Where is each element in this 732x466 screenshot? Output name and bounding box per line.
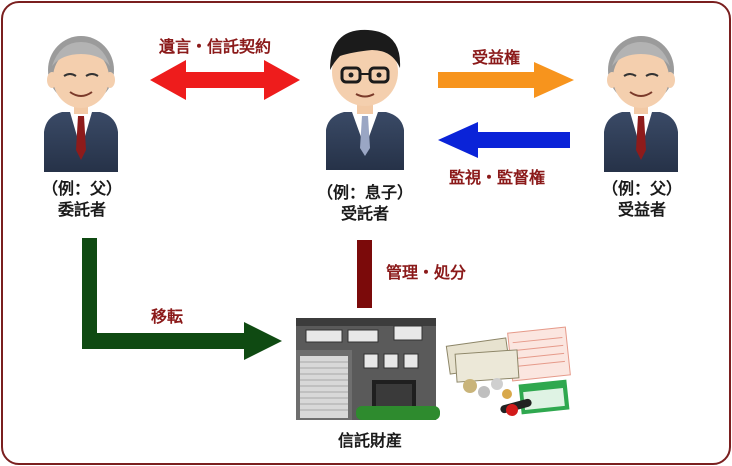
supervision-label: 監視・監督権 [449, 168, 546, 187]
beneficial-right-arrow [438, 62, 574, 98]
settlor-role: 委託者 [57, 200, 106, 219]
trustee-figure [326, 29, 404, 170]
trustee-role: 受託者 [340, 204, 389, 223]
trustee-caption: （例：息子） 受託者 [310, 182, 420, 224]
beneficiary-caption: （例：父） 受益者 [600, 178, 684, 220]
transfer-arrow [82, 238, 282, 360]
assets-icon [445, 326, 571, 416]
settlor-example: （例：父） [41, 179, 122, 198]
settlor-figure [44, 36, 118, 172]
supervision-arrow [438, 122, 570, 158]
contract-label: 遺言・信託契約 [159, 37, 272, 56]
management-label: 管理・処分 [386, 263, 467, 282]
property-label: 信託財産 [337, 431, 402, 450]
beneficiary-figure [604, 36, 678, 172]
transfer-label: 移転 [151, 307, 184, 326]
settlor-caption: （例：父） 委託者 [40, 178, 124, 220]
management-bar [357, 240, 372, 308]
building-icon [296, 318, 440, 420]
beneficiary-example: （例：父） [601, 179, 682, 198]
beneficial-right-label: 受益権 [472, 48, 521, 67]
contract-arrow [150, 60, 300, 100]
trustee-example: （例：息子） [316, 183, 413, 202]
beneficiary-role: 受益者 [617, 200, 666, 219]
